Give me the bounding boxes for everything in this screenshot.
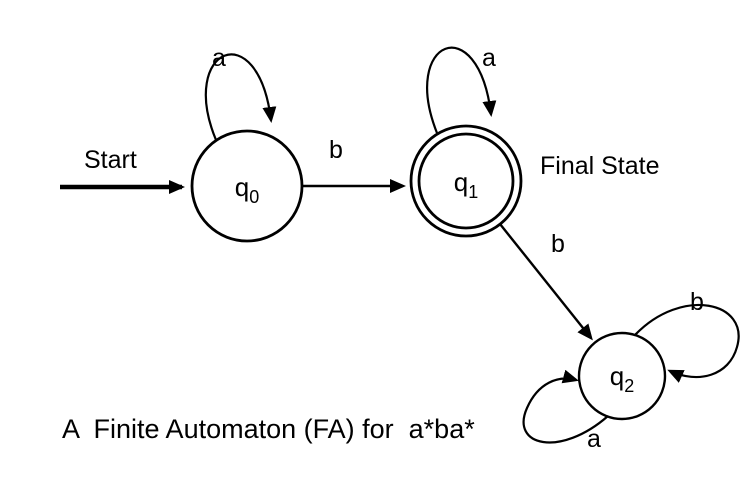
transition-q2-loop-bottom (522, 369, 609, 444)
state-q1-label: q1 (454, 167, 478, 202)
start-label: Start (84, 146, 137, 174)
transition-q2-loop-top (634, 303, 740, 383)
transition-q0-self-label: a (212, 44, 226, 72)
diagram-caption: A Finite Automaton (FA) for a*ba* (62, 414, 475, 444)
final-state-label: Final State (540, 152, 660, 180)
state-q2-label: q2 (610, 361, 634, 396)
transition-q1-self-loop (426, 46, 497, 134)
transition-q0-self-loop (204, 53, 277, 141)
transition-q1-q2-label: b (551, 230, 565, 258)
transition-q2-loop-bottom-label: a (587, 425, 601, 453)
state-q0-circle (190, 129, 304, 243)
transition-q1-self-label: a (482, 44, 496, 72)
transition-q1-q2-arrow (499, 223, 593, 341)
state-q2-circle (577, 331, 667, 421)
state-q1-inner-circle (417, 132, 515, 230)
state-q0-label: q0 (235, 172, 259, 207)
transition-q2-loop-top-label: b (690, 288, 704, 316)
transition-q0-q1-label: b (329, 136, 343, 164)
